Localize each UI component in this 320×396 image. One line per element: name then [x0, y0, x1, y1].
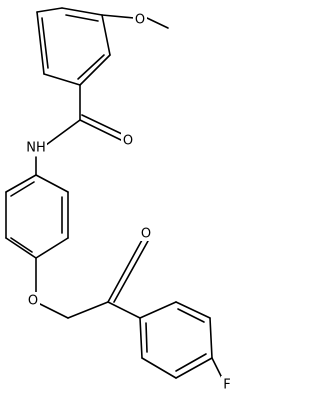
fluorophenyl-bond: [139, 317, 143, 359]
benzene-mid-bond: [35, 174, 69, 193]
fluorophenyl-bond: [141, 357, 177, 379]
fluorophenyl-inner-bond: [177, 308, 205, 323]
fluorophenyl-inner-bond: [145, 322, 148, 353]
carbonyl-aryl-bond: [107, 301, 141, 319]
fluorophenyl-inner-bond: [175, 353, 207, 372]
amide-cn-bond: [45, 119, 81, 146]
fluorophenyl-bond: [175, 357, 213, 379]
ether-oxygen-label: O: [28, 294, 38, 309]
amide-carbonyl-double-bond: [79, 119, 122, 141]
methoxy-oxygen-label: O: [135, 13, 145, 28]
ketone-oxygen-label: O: [141, 227, 151, 242]
benzene-mid-bond: [5, 237, 37, 259]
methoxy-bond: [101, 14, 135, 19]
benzene-top-bond: [36, 11, 45, 75]
atom-labels: O O NH O O F: [25, 11, 233, 393]
amide-oxygen-label: O: [123, 134, 133, 149]
benzene-top-bond: [36, 7, 63, 13]
ether-ch2-bond: [39, 303, 69, 319]
ketone-double-bond: [107, 239, 143, 303]
benzene-top-bond: [43, 73, 81, 86]
benzene-top-bond: [101, 14, 111, 56]
amide-nitrogen-label: NH: [26, 141, 46, 156]
benzene-top-inner-bond: [77, 54, 105, 80]
benzene-mid-inner-bond: [10, 181, 35, 197]
benzene-top-inner-bond: [41, 17, 49, 69]
benzene-mid-bond: [5, 174, 37, 193]
benzene-mid-bond: [35, 237, 69, 259]
amide-carbonyl-double-bond: [81, 114, 123, 135]
benzene-top-inner-bond: [65, 14, 99, 22]
benzene-mid-inner-bond: [10, 237, 33, 253]
aryl-fluorine-bond: [211, 357, 223, 379]
methoxy-methyl-bond: [146, 17, 169, 29]
ch2-carbonyl-bond: [67, 301, 109, 319]
fluorophenyl-bond: [139, 301, 177, 319]
bond-lines: [5, 7, 223, 379]
fluorophenyl-bond: [209, 317, 213, 359]
benzene-top-bond: [79, 54, 111, 86]
ketone-double-bond: [113, 240, 149, 303]
fluorine-label: F: [223, 378, 230, 393]
fluorophenyl-bond: [175, 301, 211, 319]
molecule-structure-diagram: O O NH O O F: [5, 7, 233, 393]
benzene-top-bond: [61, 7, 103, 16]
